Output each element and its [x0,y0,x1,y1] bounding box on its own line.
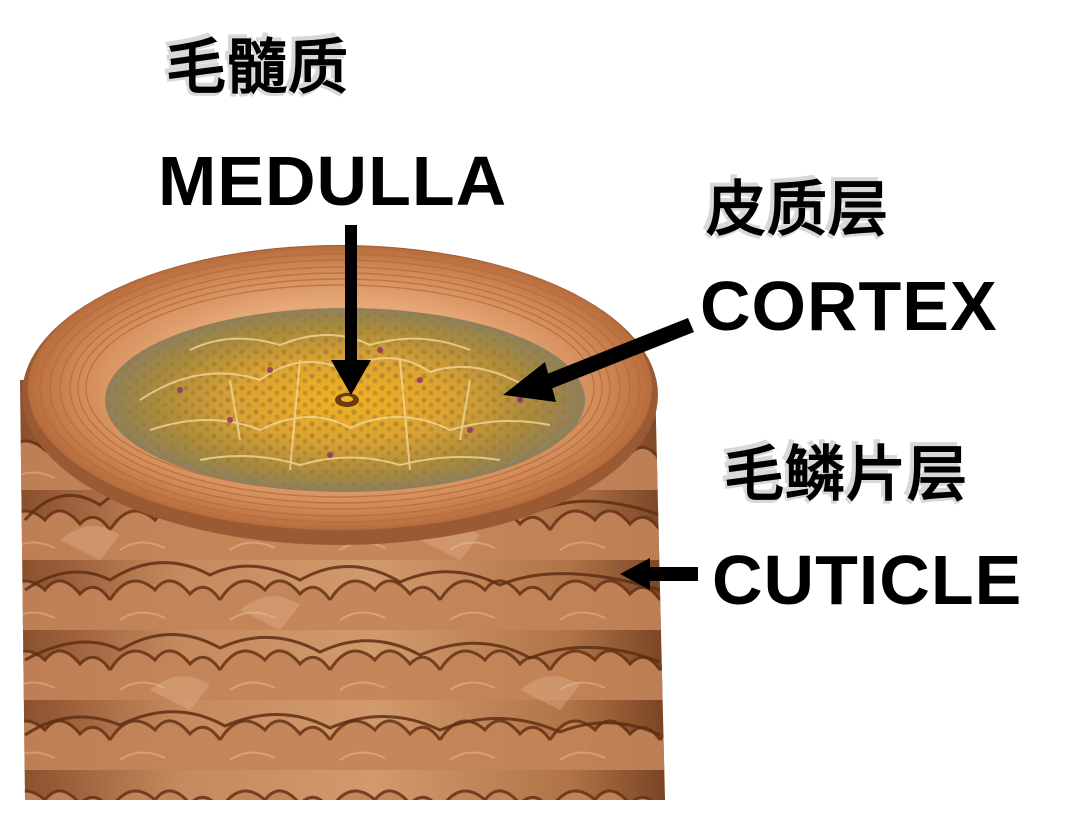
cuticle-label-en: CUTICLE [712,541,1023,619]
hair-cross-section [22,245,658,545]
cortex-arrow [503,318,694,402]
cortex-label-zh: 皮质层 [706,175,889,245]
cuticle-arrow [620,558,698,590]
medulla-label-zh: 毛髓质 [166,33,349,103]
cuticle-label-zh: 毛鳞片层 [724,440,968,510]
medulla-arrow [331,225,371,395]
cortex-label-en: CORTEX [700,267,998,345]
medulla-label-en: MEDULLA [158,142,508,220]
